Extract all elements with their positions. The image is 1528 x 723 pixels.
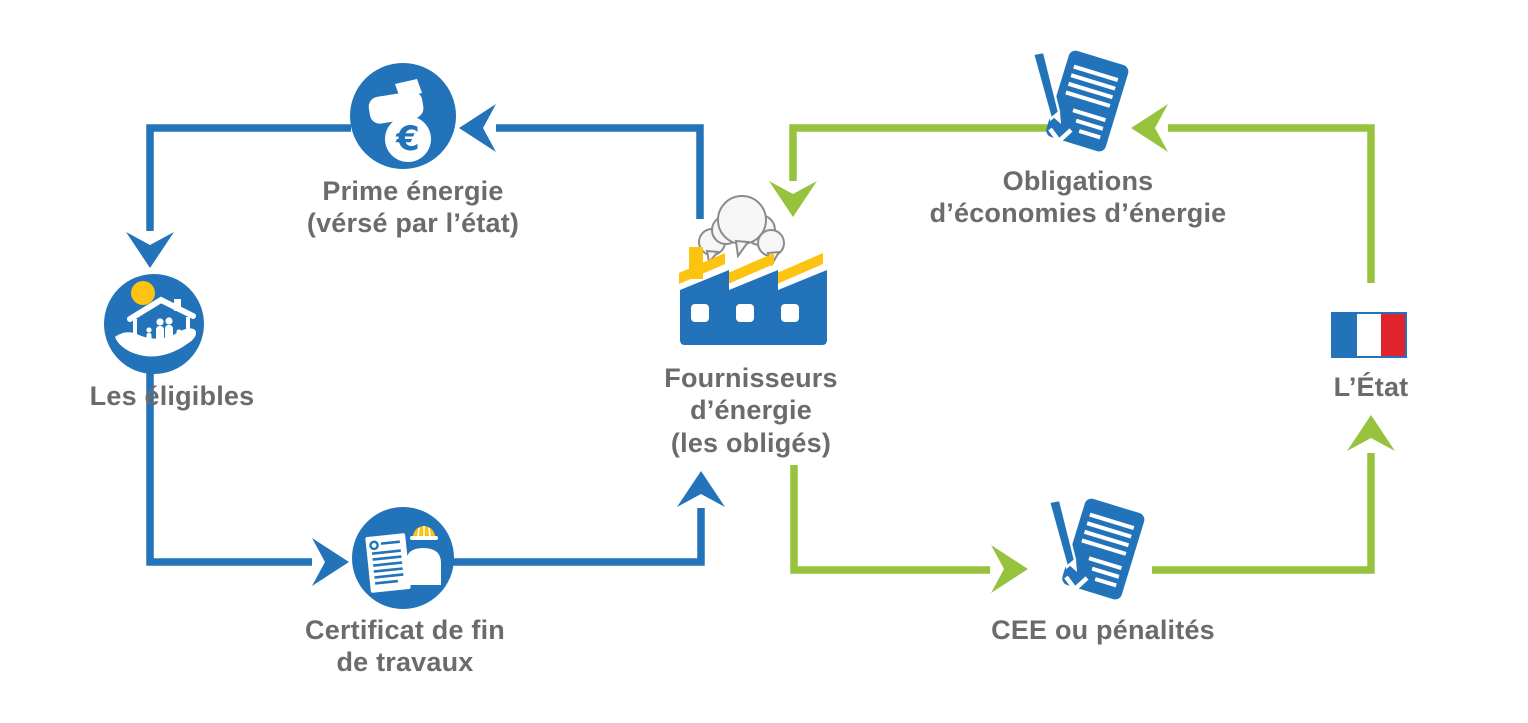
fournisseurs-label: Fournisseurs d’énergie (les obligés) (664, 363, 838, 458)
money-hand-icon: € (350, 63, 456, 169)
obligations-label: Obligations d’économies d’énergie (929, 166, 1227, 229)
svg-text:€: € (395, 119, 420, 159)
document-pen-icon (1032, 492, 1152, 612)
les-eligibles-label: Les éligibles (89, 381, 255, 411)
green-arrowheads (769, 104, 1395, 593)
french-flag-icon (1331, 312, 1407, 358)
blue-flow-arrows (146, 124, 705, 566)
etat-label: L’État (1333, 372, 1409, 402)
house-family-hand-icon (104, 274, 204, 374)
blue-arrowheads (126, 104, 725, 586)
prime-energie-label: Prime énergie (vérsé par l’état) (306, 176, 520, 239)
certificat-label: Certificat de fin de travaux (305, 615, 505, 678)
document-pen-icon (1016, 44, 1136, 164)
green-flow-arrows (789, 124, 1375, 574)
certificate-worker-icon (352, 507, 454, 609)
cee-penalites-label: CEE ou pénalités (991, 615, 1215, 645)
factory-icon (676, 192, 831, 347)
